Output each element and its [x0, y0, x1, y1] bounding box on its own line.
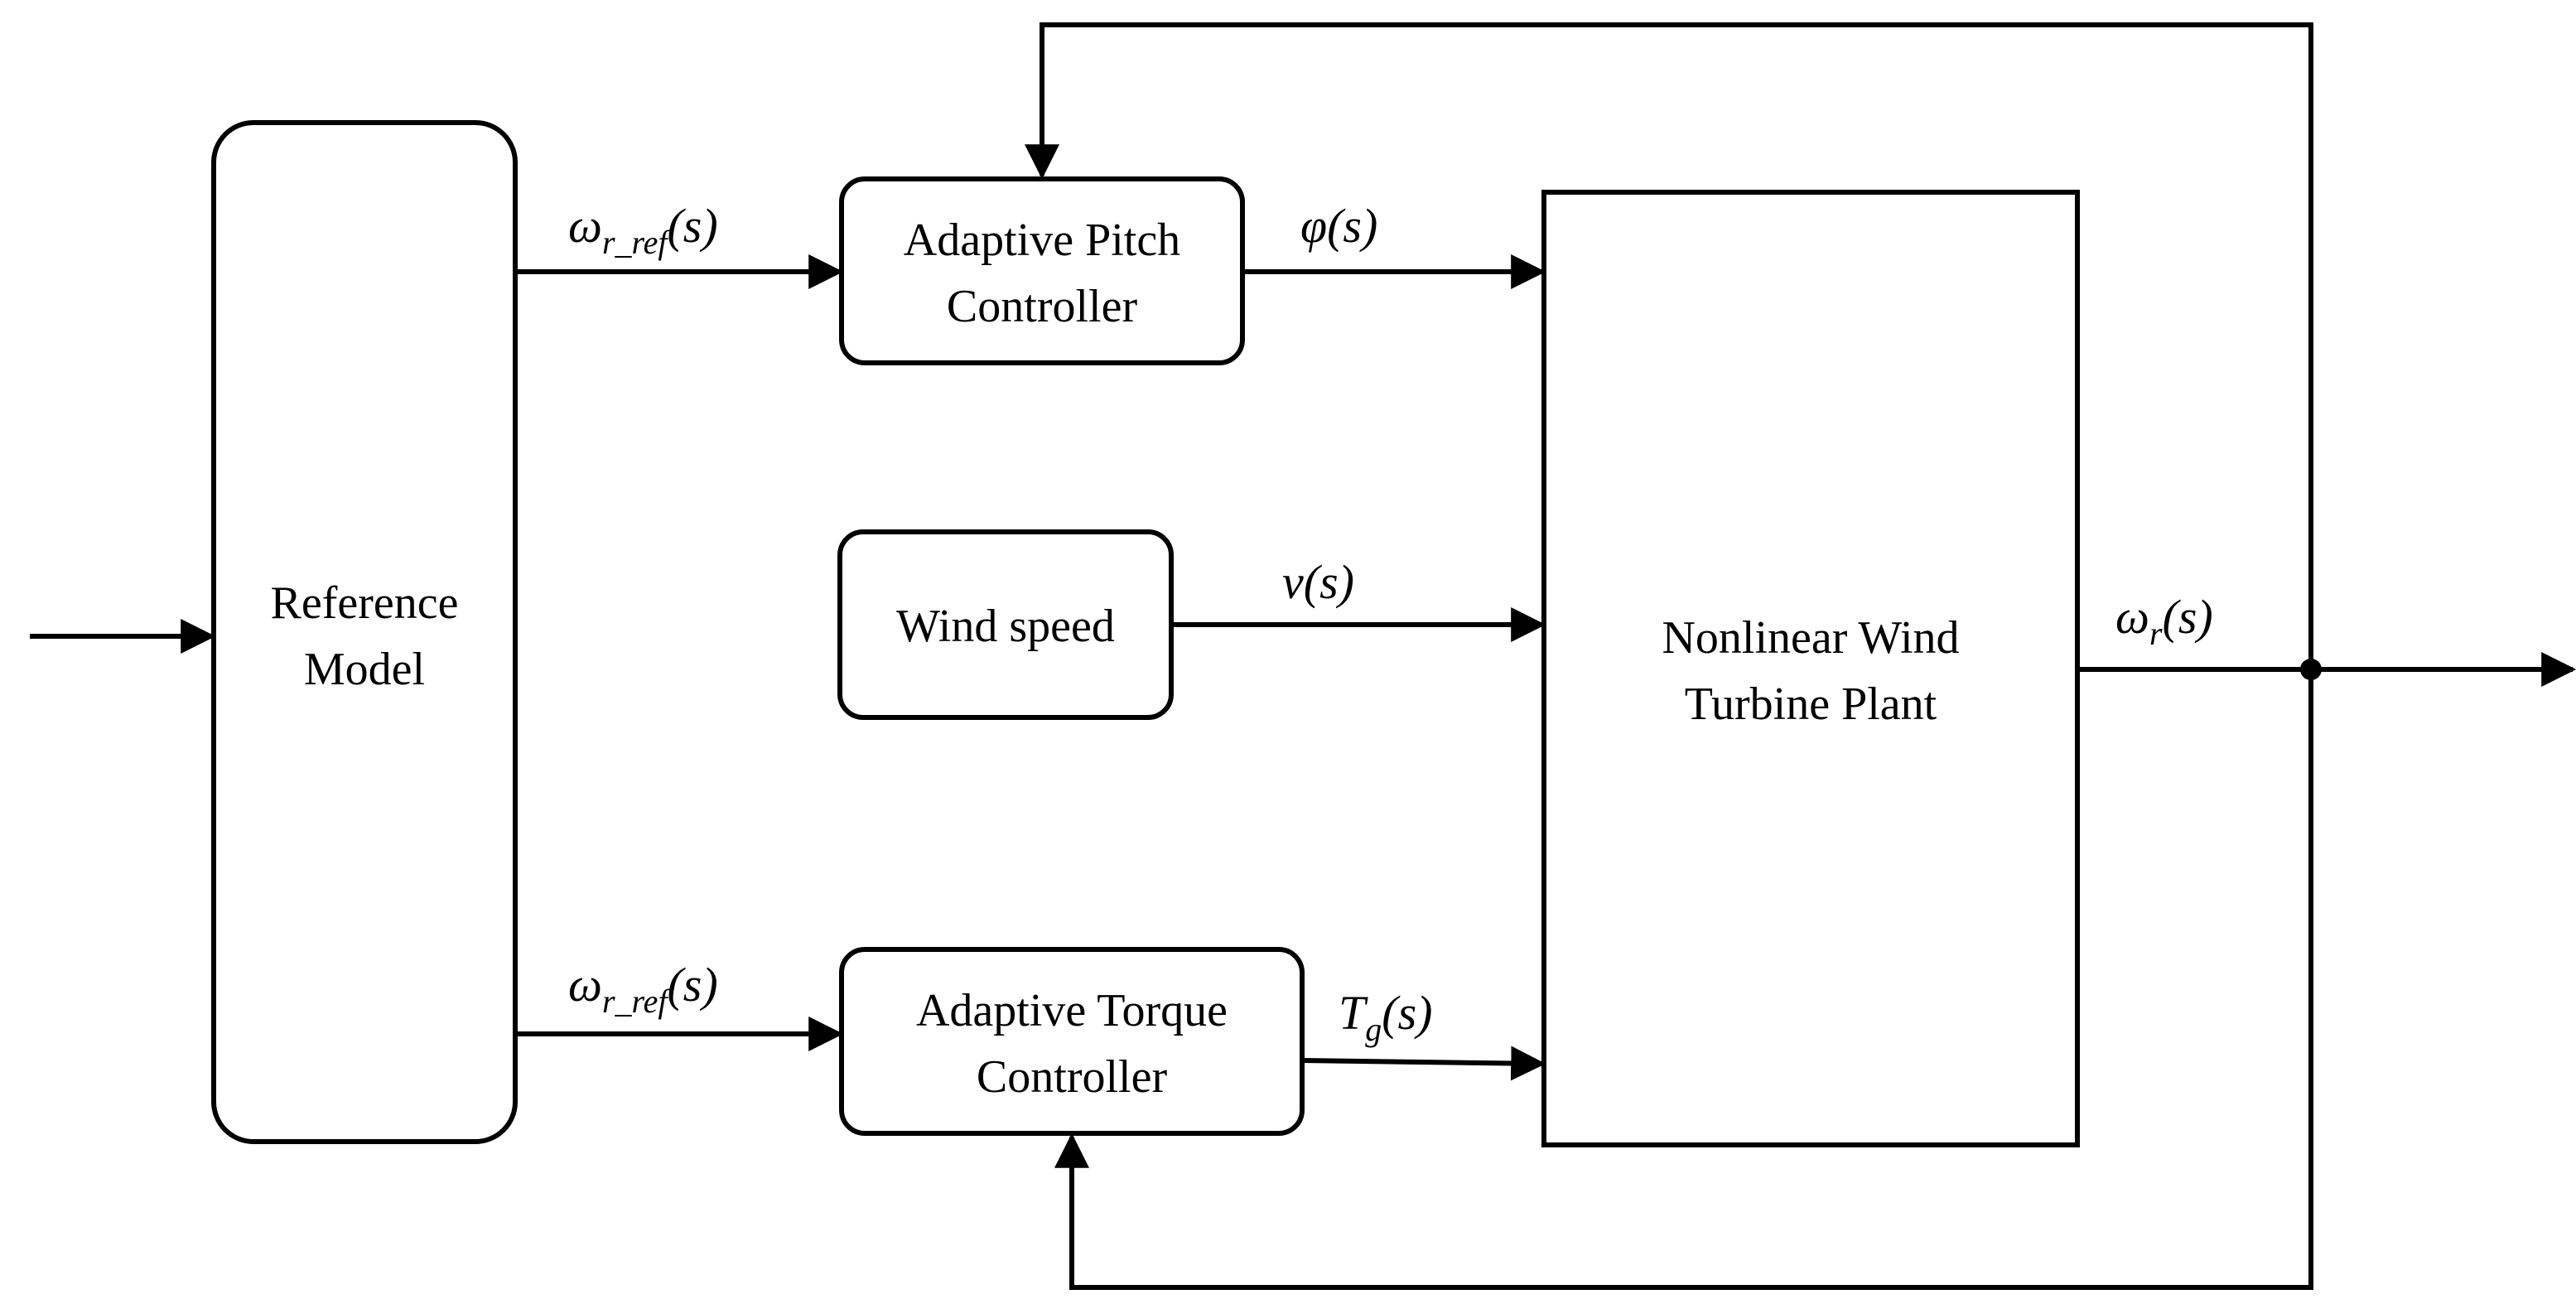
- signal-label-ref-top: ωr_ref(s): [568, 199, 718, 261]
- pitch-controller-label-line2: Controller: [947, 281, 1138, 332]
- reference-model-block: Reference Model: [211, 120, 518, 1144]
- wind-speed-label: Wind speed: [896, 601, 1115, 652]
- pitch-controller-block: Adaptive Pitch Controller: [839, 176, 1245, 365]
- torque-controller-label-line2: Controller: [977, 1051, 1168, 1103]
- torque-to-plant-arrow: [1301, 1046, 1546, 1081]
- reference-model-label-line1: Reference: [271, 577, 459, 629]
- feedback-to-torque-arrow: [1054, 669, 2313, 1290]
- signal-label-pitch: φ(s): [1300, 199, 1377, 253]
- branch-junction-dot: [2300, 659, 2322, 680]
- signal-label-ref-bottom: ωr_ref(s): [568, 958, 718, 1020]
- pitch-controller-label-line1: Adaptive Pitch: [904, 215, 1180, 266]
- signal-label-wind: v(s): [1282, 555, 1354, 609]
- torque-controller-block: Adaptive Torque Controller: [839, 947, 1305, 1136]
- pitch-controller-box: [839, 176, 1245, 365]
- reference-model-box: [211, 120, 518, 1144]
- plant-block: Nonlinear Wind Turbine Plant: [1541, 190, 2080, 1147]
- feedback-to-pitch-arrow: [1025, 22, 2313, 669]
- torque-controller-box: [839, 947, 1305, 1136]
- plant-label-line2: Turbine Plant: [1685, 679, 1937, 730]
- torque-controller-label-line1: Adaptive Torque: [916, 985, 1228, 1036]
- wind-speed-block: Wind speed: [837, 529, 1174, 720]
- signal-label-torque: Tg(s): [1339, 986, 1432, 1048]
- signal-label-output: ωr(s): [2115, 590, 2213, 652]
- plant-box: [1541, 190, 2080, 1147]
- reference-model-label-line2: Model: [304, 644, 425, 695]
- plant-label-line1: Nonlinear Wind: [1662, 612, 1959, 664]
